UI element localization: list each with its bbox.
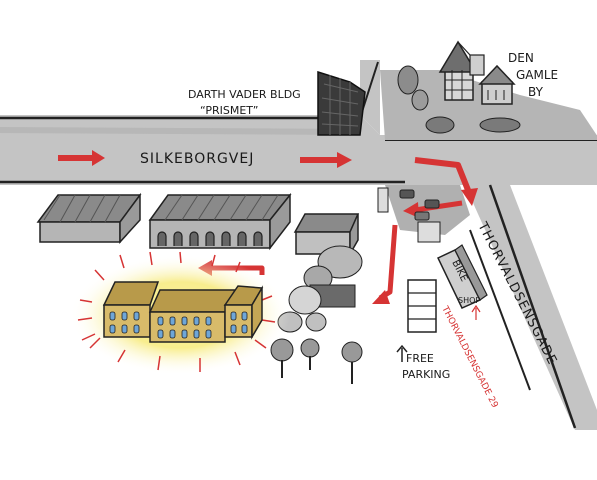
car-icon xyxy=(399,189,440,221)
bike-shop xyxy=(436,244,488,309)
gamle-label: GAMLE xyxy=(516,68,558,82)
den-gamle-by-houses xyxy=(438,40,516,105)
small-shed xyxy=(377,187,441,243)
free-label: FREE xyxy=(406,352,434,365)
silkeborgvej-label: SILKEBORGVEJ xyxy=(140,151,254,167)
arrow-down-left xyxy=(372,224,398,304)
parking-label: PARKING xyxy=(402,368,450,381)
tree-icon xyxy=(270,245,363,384)
target-building xyxy=(102,281,264,343)
by-label: BY xyxy=(528,85,544,99)
free-parking-stalls xyxy=(407,279,437,333)
road-silkeborgvej xyxy=(0,115,597,185)
den-label: DEN xyxy=(508,51,534,65)
shop-label: SHOP xyxy=(458,296,480,305)
address-label: THORVALDSENSGADE 29 xyxy=(439,304,500,410)
tree-icon xyxy=(397,65,521,134)
prismet-label: “PRISMET” xyxy=(200,104,258,117)
arrow-right-icon xyxy=(300,152,352,168)
darth-vader-label: DARTH VADER BLDG xyxy=(188,88,301,101)
arrow-right-icon xyxy=(58,150,105,166)
darth-vader-building xyxy=(317,70,366,136)
road-thorvaldsensgade xyxy=(465,184,597,430)
turn-arrow xyxy=(414,157,478,206)
building-icon xyxy=(36,192,360,257)
